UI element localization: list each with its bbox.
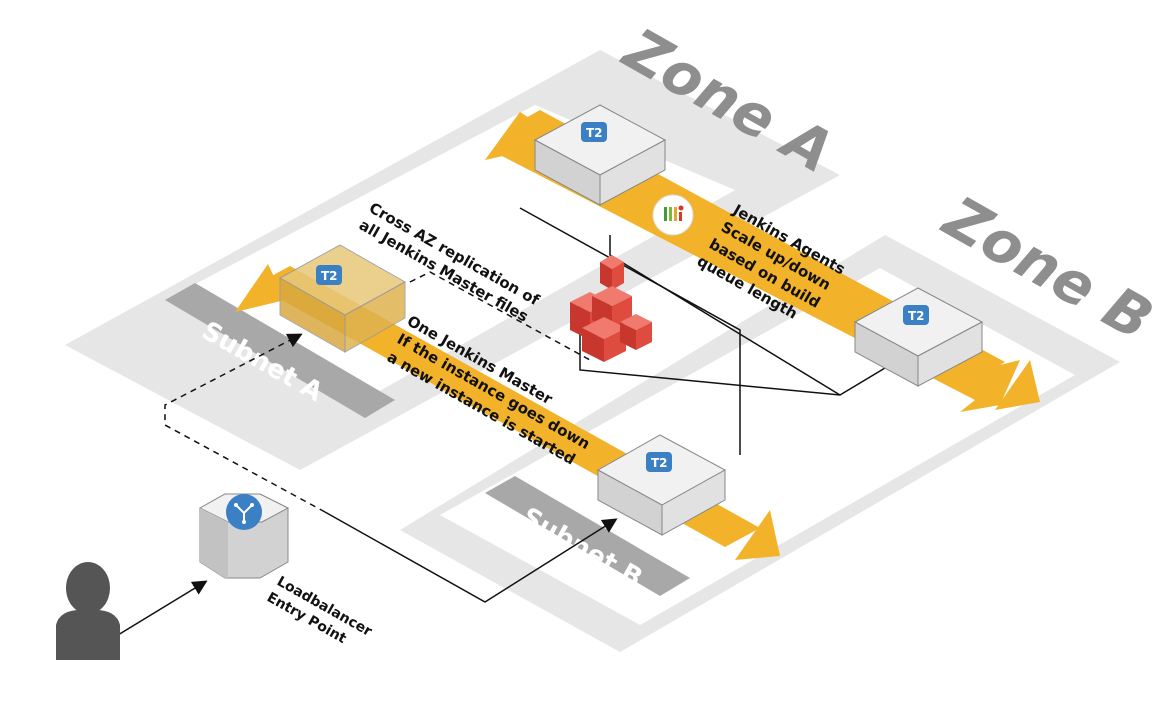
jenkins-logo-icon: [652, 194, 694, 236]
replication-dashed-line: [409, 271, 591, 361]
t2-badge-icon: [316, 265, 342, 285]
user-to-lb-arrow: [117, 580, 208, 636]
jenkins-master-b-instance[interactable]: T2: [596, 434, 727, 536]
t2-badge-label: T2: [321, 269, 338, 283]
t2-badge-icon: [646, 452, 672, 472]
user-icon: [56, 562, 120, 660]
jenkins-master-a-instance[interactable]: T2: [278, 244, 407, 353]
jenkins-agent-a-instance[interactable]: T2: [533, 104, 667, 206]
efs-to-agent-b-line: [609, 235, 841, 396]
subnet-a-tab: [165, 283, 395, 418]
master-band-left-head: [235, 264, 285, 312]
lb-to-master-a-dashed: [164, 333, 326, 513]
t2-badge-label: T2: [651, 456, 668, 470]
loadbalancer-icon[interactable]: [198, 493, 290, 579]
agents-band-right-head: [995, 360, 1040, 410]
t2-badge-label: T2: [908, 309, 925, 323]
t2-badge-icon: [581, 122, 607, 142]
subnet-b-tab: [485, 476, 690, 596]
efs-storage-icon: [570, 255, 652, 362]
t2-badge-icon: [903, 305, 929, 325]
t2-badge-label: T2: [586, 126, 603, 140]
jenkins-agent-b-instance[interactable]: T2: [853, 287, 984, 387]
agent-a-to-master-b-line: [519, 207, 741, 455]
master-band-right-head: [735, 510, 780, 560]
agents-band-left-head: [485, 112, 530, 160]
lb-to-master-b-solid: [324, 511, 618, 603]
